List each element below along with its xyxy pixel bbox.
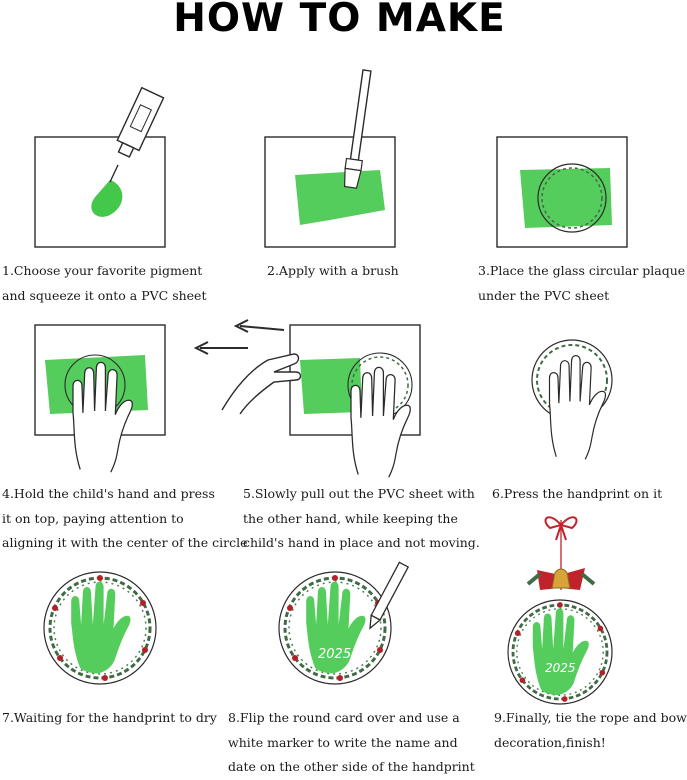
caption-line: child's hand in place and not moving. xyxy=(243,535,480,550)
caption-line: and squeeze it onto a PVC sheet xyxy=(2,287,207,303)
step-3-caption: 3.Place the glass circular plaque under … xyxy=(478,259,685,308)
step-1-caption: 1.Choose your favorite pigment and squee… xyxy=(2,259,206,308)
caption-line: 8.Flip the round card over and use a xyxy=(228,710,460,725)
step-2-illustration xyxy=(264,69,396,248)
step-4-illustration xyxy=(34,324,166,473)
year-text-step-9: 2025 xyxy=(545,661,576,675)
step-1-illustration xyxy=(34,86,166,248)
caption-line: 7.Waiting for the handprint to dry xyxy=(2,710,217,725)
caption-line: it on top, paying attention to xyxy=(2,510,184,526)
step-9-illustration: 2025 xyxy=(507,516,613,705)
caption-line: 5.Slowly pull out the PVC sheet with xyxy=(243,486,475,501)
step-5-caption: 5.Slowly pull out the PVC sheet with the… xyxy=(243,482,480,556)
caption-line: 1.Choose your favorite pigment xyxy=(2,263,203,278)
caption-line: date on the other side of the handprint xyxy=(228,759,475,774)
step-7-caption: 7.Waiting for the handprint to dry xyxy=(2,706,217,731)
step-9-caption: 9.Finally, tie the rope and bow decorati… xyxy=(494,706,687,755)
caption-line: 6.Press the handprint on it xyxy=(492,486,663,501)
caption-line: under the PVC sheet xyxy=(478,287,610,303)
step-2-caption: 2.Apply with a brush xyxy=(267,259,399,284)
caption-line: aligning it with the center of the circl… xyxy=(2,535,248,550)
step-3-illustration xyxy=(496,136,628,248)
caption-line: 2.Apply with a brush xyxy=(267,263,399,278)
caption-line: 3.Place the glass circular plaque xyxy=(478,263,686,278)
step-8-caption: 8.Flip the round card over and use a whi… xyxy=(228,706,475,780)
year-text: 2025 xyxy=(318,647,351,662)
caption-line: the other hand, while keeping the xyxy=(243,510,458,526)
step-7-illustration xyxy=(43,571,157,685)
caption-line: decoration,finish! xyxy=(494,734,606,750)
caption-line: 9.Finally, tie the rope and bow xyxy=(494,710,687,725)
step-4-caption: 4.Hold the child's hand and press it on … xyxy=(2,482,247,556)
step-6-caption: 6.Press the handprint on it xyxy=(492,482,662,507)
caption-line: white marker to write the name and xyxy=(228,734,458,750)
page-title: HOW TO MAKE xyxy=(173,0,506,41)
step-8-illustration: 2025 xyxy=(278,561,410,685)
step-5-illustration xyxy=(193,319,421,478)
caption-line: 4.Hold the child's hand and press xyxy=(2,486,215,501)
step-6-illustration xyxy=(531,339,613,460)
